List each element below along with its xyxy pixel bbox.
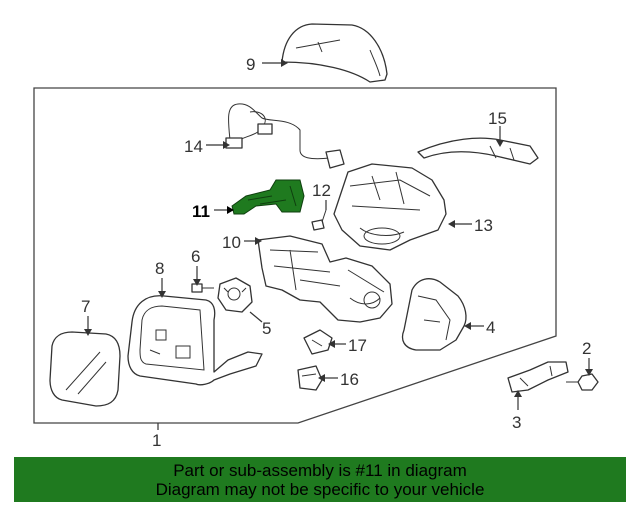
part-4-lower-cover[interactable]: [401, 278, 467, 351]
callout-16: 16: [340, 370, 359, 389]
callout-11: 11: [192, 202, 210, 221]
callout-3: 3: [512, 413, 521, 432]
assembly-outline: [33, 87, 557, 424]
info-banner: Part or sub-assembly is #11 in diagram D…: [14, 457, 626, 502]
callout-5: 5: [262, 319, 271, 338]
callout-17: 17: [348, 336, 367, 355]
arrow-6: [193, 279, 201, 286]
callout-10: 10: [222, 233, 241, 252]
arrow-2: [585, 369, 593, 376]
arrow-15: [496, 140, 504, 147]
callout-1: 1: [152, 431, 161, 450]
part-7-mirror-glass[interactable]: [49, 331, 121, 407]
callout-6: 6: [191, 247, 200, 266]
parts-diagram: 9 14 15 11 12 13: [33, 23, 599, 450]
part-11-highlighted[interactable]: [231, 179, 305, 215]
part-14-wiring-harness[interactable]: [225, 103, 345, 169]
part-10-bracket[interactable]: [257, 235, 393, 323]
part-16-connector[interactable]: [297, 365, 323, 391]
callout-9: 9: [246, 55, 255, 74]
part-13-mirror-base[interactable]: [333, 163, 447, 251]
arrow-10: [255, 237, 262, 245]
part-6-bolt[interactable]: [191, 283, 214, 293]
part-5-motor[interactable]: [217, 277, 253, 313]
part-15-turn-signal[interactable]: [417, 137, 539, 165]
arrow-13: [448, 220, 455, 228]
part-9-mirror-cover[interactable]: [281, 23, 388, 83]
banner-line-2: Diagram may not be specific to your vehi…: [155, 480, 485, 499]
callout-8: 8: [155, 259, 164, 278]
callout-7: 7: [81, 297, 90, 316]
arrow-8: [158, 291, 166, 298]
part-2-bolt[interactable]: [566, 373, 599, 391]
lead-5: [249, 311, 263, 323]
callout-13: 13: [474, 216, 493, 235]
callout-4: 4: [486, 318, 495, 337]
banner-line-1: Part or sub-assembly is #11 in diagram: [173, 461, 467, 480]
arrow-3: [514, 390, 522, 397]
arrow-16: [318, 374, 325, 382]
arrow-17: [328, 340, 335, 348]
arrow-9: [281, 59, 288, 67]
arrow-7: [84, 329, 92, 336]
part-12-screw[interactable]: [311, 209, 327, 231]
callout-12: 12: [312, 181, 331, 200]
part-8-housing-frame[interactable]: [127, 295, 263, 386]
part-17-clip[interactable]: [303, 329, 333, 355]
arrow-14: [223, 141, 230, 149]
callout-15: 15: [488, 109, 507, 128]
callout-2: 2: [582, 339, 591, 358]
callout-14: 14: [184, 137, 203, 156]
part-3-lamp[interactable]: [507, 361, 569, 393]
arrow-11: [227, 206, 234, 214]
arrow-4: [464, 322, 471, 330]
